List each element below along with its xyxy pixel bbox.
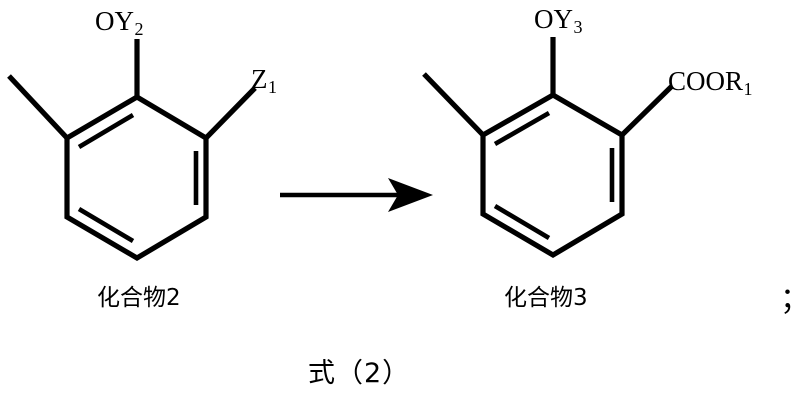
reactant-z1-label-sub: 1: [268, 77, 277, 98]
reactant-oy2-label-sub: 2: [134, 19, 144, 40]
product-oy3-label-sub: 3: [573, 17, 583, 38]
reactant-z1-bond: [204, 86, 257, 140]
product-aromatic-bonds: [493, 111, 615, 240]
reactant-substituent-bonds: [7, 39, 257, 140]
product-coor1-label-main: COOR: [668, 66, 744, 96]
product-oy3-label-main: OY: [534, 4, 573, 34]
reactant-benzene-ring: [64, 93, 209, 262]
product-structure: [422, 37, 674, 259]
product-methyl-bond: [422, 72, 485, 137]
reactant-aromatic-bonds: [77, 113, 199, 243]
product-coor1-label: COOR1: [668, 66, 753, 100]
reactant-compound-name: 化合物2: [97, 285, 181, 311]
product-compound-name: 化合物3: [504, 285, 588, 311]
reaction-arrow: [280, 178, 433, 212]
formula-caption: 式（2）: [308, 358, 411, 389]
product-substituent-bonds: [422, 37, 674, 137]
trailing-semicolon: ；: [780, 285, 800, 315]
reactant-z1-label-main: Z: [251, 64, 268, 94]
product-coor1-bond: [620, 84, 674, 137]
reactant-z1-label: Z1: [251, 64, 277, 98]
reactant-structure: [7, 39, 257, 262]
reactant-methyl-bond: [7, 74, 69, 140]
product-benzene-ring: [480, 92, 625, 259]
product-coor1-label-sub: 1: [743, 79, 753, 100]
reactant-oy2-label: OY2: [95, 6, 144, 40]
reactant-oy2-label-main: OY: [95, 6, 134, 36]
product-oy3-label: OY3: [534, 4, 583, 38]
